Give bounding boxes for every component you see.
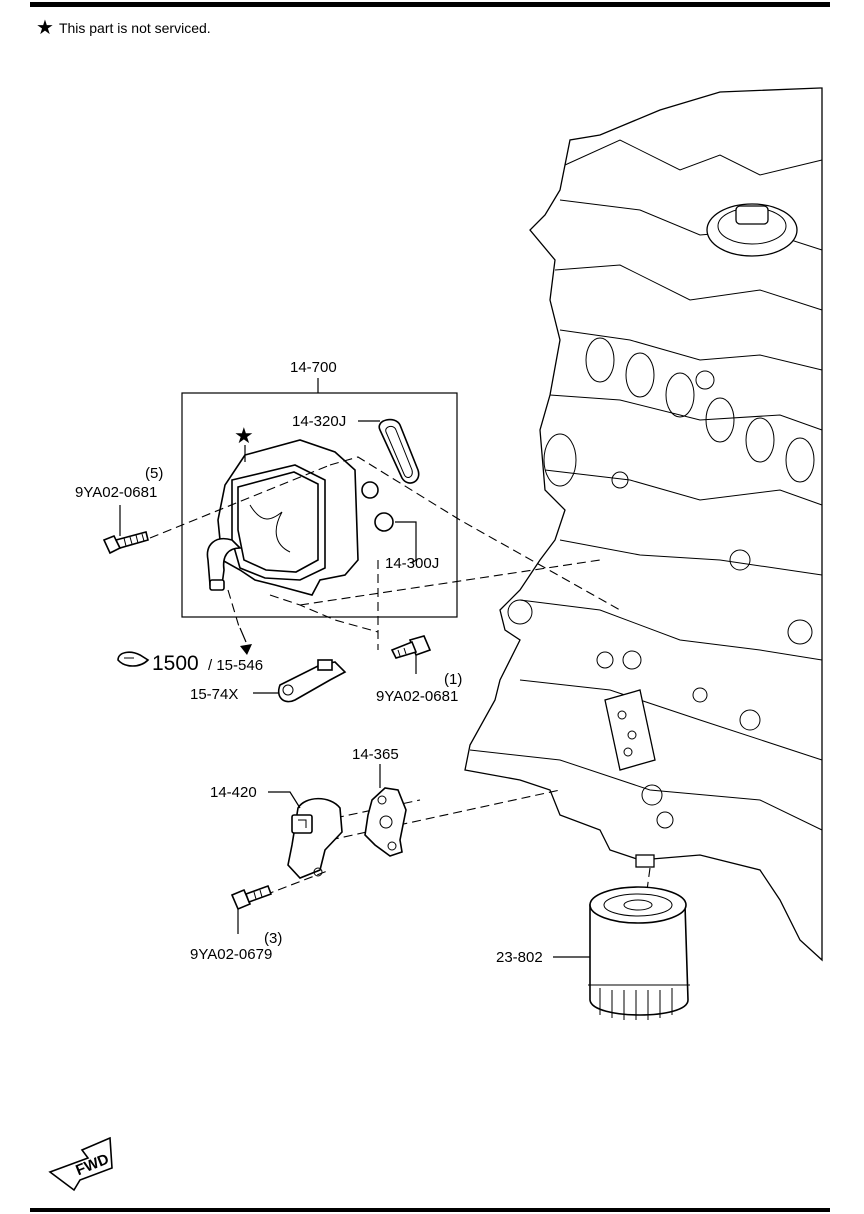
label-bolt5-qty: (5) bbox=[145, 465, 163, 482]
label-gasket: 14-365 bbox=[352, 746, 399, 763]
oil-cooler-assembly-box: ★ bbox=[181, 378, 458, 618]
label-bracket: 15-74X bbox=[190, 686, 238, 703]
bottom-rule bbox=[30, 1208, 830, 1212]
ref-arrow bbox=[239, 627, 252, 655]
label-bolt5-code: 9YA02-0681 bbox=[75, 484, 157, 501]
bolt-icon bbox=[102, 505, 149, 555]
fwd-arrow-icon bbox=[48, 1136, 113, 1192]
note-text: This part is not serviced. bbox=[58, 20, 211, 36]
bolt-icon bbox=[230, 884, 273, 934]
star-icon: ★ bbox=[36, 17, 54, 39]
label-bolt1-qty: (1) bbox=[444, 671, 462, 688]
label-ref-main: 1500 bbox=[152, 652, 199, 675]
label-sensor: 14-420 bbox=[210, 784, 257, 801]
label-bolt1-code: 9YA02-0681 bbox=[376, 688, 458, 705]
bracket-part bbox=[253, 659, 347, 703]
reference-icon bbox=[117, 651, 150, 667]
label-gasket-j: 14-320J bbox=[292, 413, 346, 430]
oil-filter-part bbox=[553, 886, 690, 1020]
bolt-icon bbox=[390, 635, 432, 674]
label-filter: 23-802 bbox=[496, 949, 543, 966]
star-icon: ★ bbox=[234, 423, 254, 448]
label-bolt3-code: 9YA02-0679 bbox=[190, 946, 272, 963]
label-bolt3-qty: (3) bbox=[264, 930, 282, 947]
label-orings: 14-300J bbox=[385, 555, 439, 572]
engine-block bbox=[464, 87, 823, 962]
label-ref-sub: / 15-546 bbox=[208, 657, 263, 674]
not-serviced-note: ★ This part is not serviced. bbox=[36, 18, 211, 38]
top-rule bbox=[30, 2, 830, 7]
sensor-part bbox=[268, 791, 343, 879]
label-assembly: 14-700 bbox=[290, 359, 337, 376]
gasket-part bbox=[364, 764, 407, 857]
leader-lines bbox=[149, 456, 651, 906]
